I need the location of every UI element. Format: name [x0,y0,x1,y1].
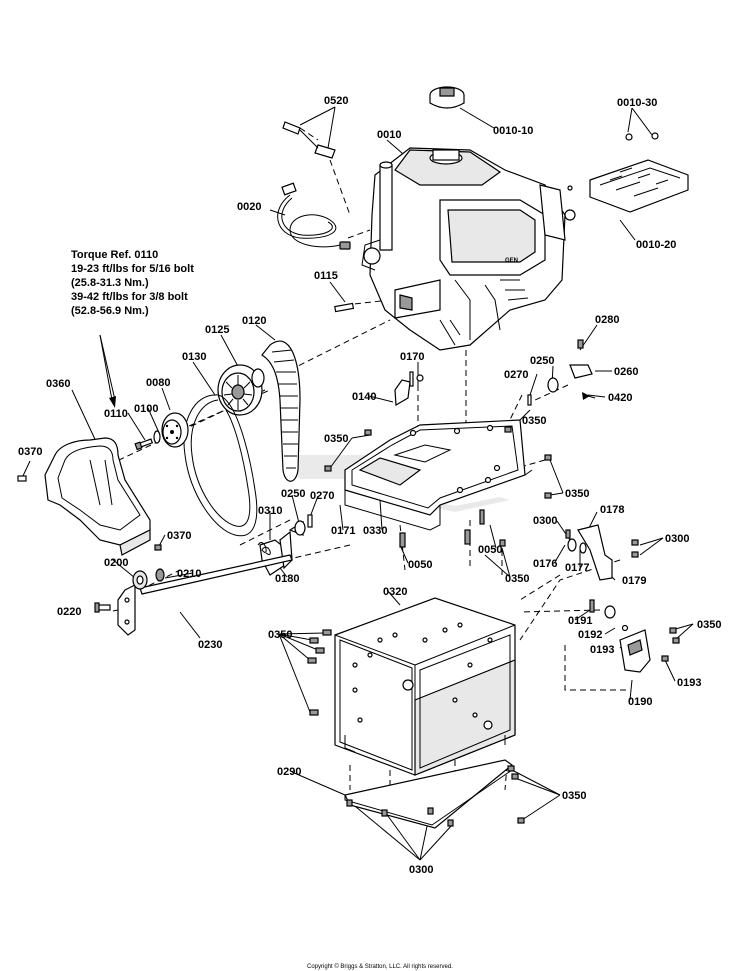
part-label: 0300 [533,515,557,527]
part-label: 0050 [478,544,502,556]
part-label: 0170 [400,351,424,363]
part-label: 0370 [18,446,42,458]
part-label: 0250 [281,488,305,500]
copyright-text: Copyright © Briggs & Stratton, LLC. All … [307,963,453,970]
part-label: 0350 [565,488,589,500]
auger-shaft-part [94,554,293,636]
part-label: 0200 [104,557,128,569]
bracket-0140-part [394,371,424,407]
frame-bolts [324,426,552,548]
torque-note-line: 19-23 ft/lbs for 5/16 bolt [71,263,194,275]
engine-assembly: GEN [361,147,576,351]
washer-bolt-parts [134,430,161,451]
fuel-cap-part [429,86,465,109]
part-label: 0010-10 [493,125,533,137]
torque-note-arrow [99,334,116,408]
bolt-0370-part [154,544,162,551]
part-label: 0250 [530,355,554,367]
part-label: 0210 [177,568,201,580]
part-label: 0176 [533,558,557,570]
torque-note-line: (52.8-56.9 Nm.) [71,305,149,317]
engine-pulley-part [217,364,265,416]
leader-lines [21,106,694,861]
part-label: 0171 [331,525,355,537]
part-label: 0300 [665,533,689,545]
part-label: 0300 [409,864,433,876]
part-labels: 0520 0010 0010-10 0010-30 0010-20 0020 0… [18,95,721,876]
key-part [334,302,355,313]
part-label: 0140 [352,391,376,403]
part-label: 0110 [104,408,128,420]
part-label: 0050 [408,559,432,571]
torque-note-line: 39-42 ft/lbs for 3/8 bolt [71,291,188,303]
part-label: 0180 [275,573,299,585]
heat-shield-part [567,132,689,213]
part-label: 0310 [258,505,282,517]
part-label: 0350 [268,629,292,641]
torque-note: Torque Ref. 0110 19-23 ft/lbs for 5/16 b… [71,249,194,317]
auger-belt-part [183,394,258,537]
part-label: 0320 [383,586,407,598]
part-label: 0125 [205,324,229,336]
part-label: 0290 [277,766,301,778]
torque-note-line: (25.8-31.3 Nm.) [71,277,149,289]
part-label: 0120 [242,315,266,327]
part-label: 0350 [697,619,721,631]
drive-belt-part [261,340,301,482]
part-label: 0350 [522,415,546,427]
part-label: 0010 [377,129,401,141]
idler-arm-parts [527,339,596,406]
part-label: 0115 [314,270,338,282]
part-label: 0080 [146,377,170,389]
frame-plate-part [344,409,533,531]
part-label: 0370 [167,530,191,542]
part-label: 0420 [608,392,632,404]
part-label: 0360 [46,378,70,390]
part-label: 0178 [600,504,624,516]
part-label: 0220 [57,606,81,618]
part-label: 0010-20 [636,239,676,251]
part-label: 0100 [134,403,158,415]
part-label: 0520 [324,95,348,107]
part-label: 0193 [590,644,614,656]
chute-bracket-parts [565,524,639,581]
part-label: 0177 [565,562,589,574]
part-label: 0270 [310,490,334,502]
part-label: 0330 [363,525,387,537]
part-label: 0192 [578,629,602,641]
part-label: 0130 [182,351,206,363]
part-label: 0191 [568,615,592,627]
svg-text:GEN: GEN [505,258,518,264]
bottom-plate-part [344,759,525,829]
part-label: 0020 [237,201,261,213]
chute-crank-parts [589,599,651,673]
part-label: 0010-30 [617,97,657,109]
electric-cord-part [277,182,351,250]
part-label: 0230 [198,639,222,651]
torque-note-line: Torque Ref. 0110 [71,249,158,261]
part-label: 0350 [505,573,529,585]
belt-guard-part [17,437,151,556]
part-label: 0260 [614,366,638,378]
part-label: 0350 [562,790,586,802]
part-label: 0193 [677,677,701,689]
housing-part [334,597,516,776]
part-label: 0270 [504,369,528,381]
housing-bolts [307,627,680,716]
part-label: 0190 [628,696,652,708]
impeller-pulley-part [161,412,189,448]
spark-plug-wire-part [282,121,336,159]
part-label: 0280 [595,314,619,326]
part-label: 0350 [324,433,348,445]
part-label: 0179 [622,575,646,587]
